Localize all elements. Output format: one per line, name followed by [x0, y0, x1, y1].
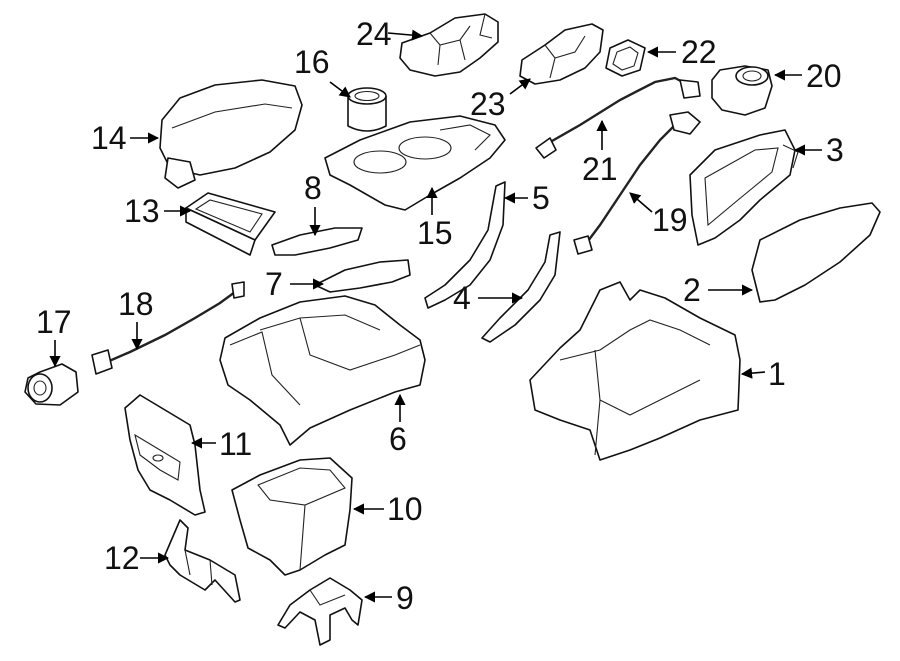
part-17-power-outlet-front[interactable]	[24, 363, 79, 406]
callout-7: 7	[265, 266, 283, 302]
part-24-switch-panel[interactable]	[399, 13, 499, 77]
leader-19	[629, 192, 653, 213]
callout-18: 18	[118, 286, 154, 322]
callout-12: 12	[104, 540, 140, 576]
callout-24: 24	[356, 16, 392, 52]
part-4-trim-strip-lower[interactable]	[481, 231, 561, 343]
callout-1: 1	[768, 356, 786, 392]
callout-4: 4	[453, 280, 471, 316]
part-11-front-cover[interactable]	[124, 394, 206, 516]
part-13-storage-tray[interactable]	[185, 192, 276, 256]
part-23-switch-assembly[interactable]	[519, 23, 604, 85]
callout-5: 5	[532, 180, 550, 216]
callout-13: 13	[124, 193, 160, 229]
leader-23	[509, 78, 531, 95]
callout-numbers: 1 2 3 4 5 6 7 8 9 10 11 12 13 14 15 16 1…	[36, 16, 844, 616]
part-5-trim-strip-upper[interactable]	[424, 181, 506, 309]
part-2-side-panel-right[interactable]	[751, 202, 881, 303]
part-3-rear-panel[interactable]	[689, 129, 799, 246]
part-15-cup-holder-panel[interactable]	[324, 115, 506, 211]
callout-8: 8	[304, 170, 322, 206]
callout-3: 3	[826, 132, 844, 168]
callout-23: 23	[470, 86, 506, 122]
callout-19: 19	[652, 202, 688, 238]
leader-24	[387, 29, 424, 41]
part-10-storage-bin[interactable]	[231, 457, 353, 576]
callout-16: 16	[294, 44, 330, 80]
part-16-cup-holder-insert[interactable]	[347, 87, 387, 132]
callout-14: 14	[91, 120, 127, 156]
callout-11: 11	[219, 426, 252, 462]
part-6-console-housing[interactable]	[219, 295, 426, 446]
leader-lines	[49, 29, 822, 603]
callout-2: 2	[683, 272, 701, 308]
part-1-console-body[interactable]	[529, 281, 741, 461]
part-22-bezel[interactable]	[605, 39, 646, 77]
callout-10: 10	[387, 491, 423, 527]
part-21-wire-harness-upper[interactable]	[535, 76, 701, 159]
part-12-mounting-bracket-front[interactable]	[164, 519, 241, 603]
leader-1	[740, 367, 766, 379]
callout-17: 17	[36, 304, 72, 340]
callout-20: 20	[806, 58, 842, 94]
callout-22: 22	[681, 34, 717, 70]
callout-6: 6	[389, 421, 407, 457]
callout-21: 21	[582, 151, 618, 187]
part-20-power-outlet-rear[interactable]	[711, 65, 773, 116]
part-9-mounting-bracket-lower[interactable]	[277, 577, 363, 646]
callout-9: 9	[396, 580, 414, 616]
part-14-armrest-lid[interactable]	[159, 79, 303, 189]
part-19-wire-harness-rear[interactable]	[573, 111, 701, 255]
leader-16	[329, 81, 351, 98]
part-18-wire-harness-front[interactable]	[91, 281, 245, 375]
part-7-trim-panel[interactable]	[314, 259, 411, 293]
callout-15: 15	[417, 215, 453, 251]
part-8-trim-bracket[interactable]	[271, 227, 363, 256]
